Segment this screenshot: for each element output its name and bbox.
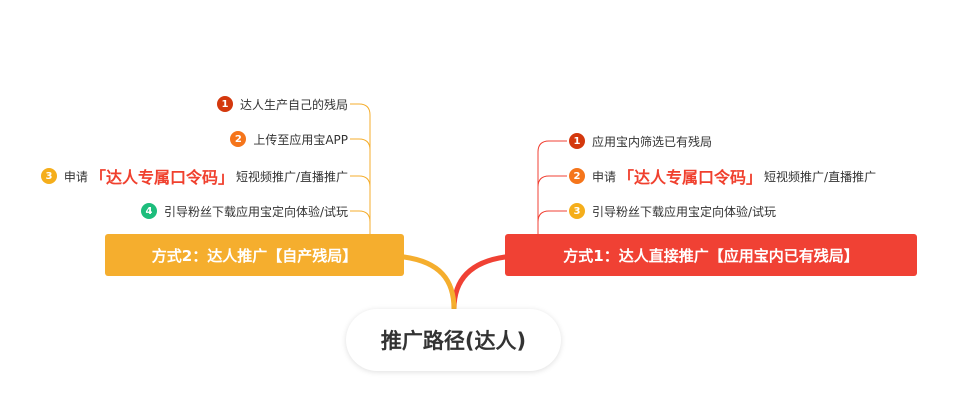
- number-badge: 2: [230, 131, 247, 147]
- leaf-connector-2-4: [350, 210, 371, 234]
- leaf-text-prefix: 申请: [592, 169, 617, 184]
- leaf-text: 上传至应用宝APP: [253, 132, 348, 147]
- leaf-connector-1-1: [537, 140, 567, 234]
- trunk-connector-2: [401, 254, 457, 312]
- branch-label: 方式1：达人直接推广【应用宝内已有残局】: [563, 246, 859, 265]
- leaf-connector-2-2: [350, 138, 371, 234]
- trunk-connector-1: [451, 254, 508, 312]
- leaf-text: 应用宝内筛选已有残局: [592, 134, 713, 149]
- branch-label: 方式2：达人推广【自产残局】: [151, 246, 358, 265]
- number-badge: 3: [569, 203, 585, 219]
- leaf-highlight: 「达人专属口令码」: [618, 168, 763, 187]
- leaf-text-suffix: 短视频推广/直播推广: [235, 169, 348, 184]
- number-badge: 3: [40, 168, 57, 184]
- leaf-node-2-2[interactable]: 2 上传至应用宝APP: [230, 128, 348, 150]
- leaf-text: 引导粉丝下载应用宝定向体验/试玩: [592, 204, 777, 219]
- leaf-node-2-4[interactable]: 4 引导粉丝下载应用宝定向体验/试玩: [140, 200, 348, 222]
- leaf-text-prefix: 申请: [63, 169, 88, 184]
- root-label: 推广路径(达人): [380, 329, 527, 353]
- branch-node-method-1[interactable]: 方式1：达人直接推广【应用宝内已有残局】: [505, 234, 917, 276]
- leaf-connector-2-1: [350, 103, 371, 234]
- number-badge: 2: [569, 168, 585, 184]
- leaf-text: 达人生产自己的残局: [239, 97, 348, 112]
- number-badge: 1: [216, 96, 233, 112]
- leaf-highlight: 「达人专属口令码」: [89, 168, 234, 187]
- leaf-connector-2-3: [350, 175, 371, 234]
- leaf-connector-1-2: [537, 175, 567, 234]
- leaf-connector-1-3: [537, 210, 567, 234]
- leaf-node-1-2[interactable]: 2 申请 「达人专属口令码」 短视频推广/直播推广: [569, 165, 876, 187]
- leaf-node-1-1[interactable]: 1 应用宝内筛选已有残局: [569, 130, 712, 152]
- number-badge: 1: [569, 133, 585, 149]
- leaf-node-2-3[interactable]: 3 申请 「达人专属口令码」 短视频推广/直播推广: [40, 165, 348, 187]
- branch-node-method-2[interactable]: 方式2：达人推广【自产残局】: [105, 234, 404, 276]
- leaf-text-suffix: 短视频推广/直播推广: [764, 169, 877, 184]
- root-node[interactable]: 推广路径(达人): [346, 309, 561, 371]
- number-badge: 4: [140, 203, 157, 219]
- leaf-node-2-1[interactable]: 1 达人生产自己的残局: [216, 93, 348, 115]
- leaf-text: 引导粉丝下载应用宝定向体验/试玩: [163, 204, 348, 219]
- leaf-node-1-3[interactable]: 3 引导粉丝下载应用宝定向体验/试玩: [569, 200, 776, 222]
